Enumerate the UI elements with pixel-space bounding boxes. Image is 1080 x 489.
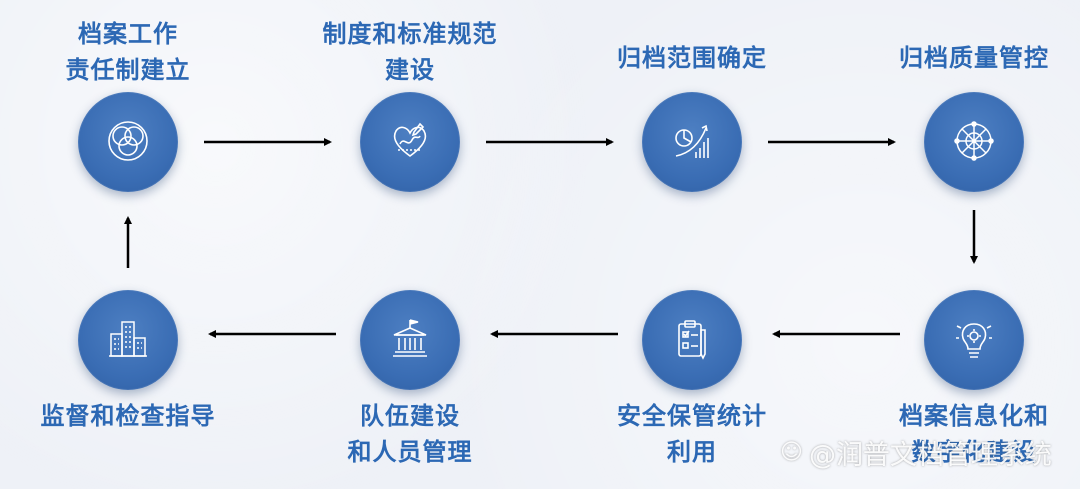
step-8-circle [78, 290, 178, 390]
step-1 [78, 92, 178, 192]
step-5-circle [924, 290, 1024, 390]
step-7-circle [360, 290, 460, 390]
network-globe-icon [954, 121, 994, 161]
watermark: ☺ @润普文档管理系统 [780, 432, 1075, 472]
lightbulb-gear-icon [956, 323, 992, 358]
step-4-label: 归档质量管控 [899, 44, 1049, 72]
arrow-1-to-2 [204, 138, 332, 146]
step-2-label: 制度和标准规范 建设 [322, 20, 498, 84]
growth-chart-icon [675, 124, 709, 158]
step-6-circle [642, 290, 742, 390]
step-4-circle [924, 92, 1024, 192]
step-6-label: 安全保管统计 利用 [617, 402, 767, 466]
step-2-circle [360, 92, 460, 192]
step-3 [642, 92, 742, 192]
institution-building-icon [393, 319, 427, 357]
arrow-2-to-3 [486, 138, 614, 146]
step-3-label: 归档范围确定 [617, 44, 767, 72]
arrow-4-to-5 [970, 210, 978, 264]
step-7-label: 队伍建设 和人员管理 [347, 402, 473, 466]
step-8-label: 监督和检查指导 [40, 402, 216, 430]
step-8 [78, 290, 178, 390]
venn-circles-icon [108, 121, 148, 161]
clipboard-checklist-icon [678, 320, 706, 360]
step-3-circle [642, 92, 742, 192]
arrow-6-to-7 [490, 330, 618, 338]
arrow-7-to-8 [208, 330, 336, 338]
arrow-8-to-1 [124, 216, 132, 268]
step-7 [360, 290, 460, 390]
watermark-text: @润普文档管理系统 [808, 439, 1052, 471]
step-5 [924, 290, 1024, 390]
watermark-logo-icon: ☺ [780, 439, 803, 465]
arrow-5-to-6 [772, 330, 900, 338]
step-6 [642, 290, 742, 390]
step-5-label: 档案信息化和 数字化建设 [899, 402, 1049, 466]
heart-pen-icon [393, 122, 427, 157]
step-2 [360, 92, 460, 192]
arrow-3-to-4 [768, 138, 896, 146]
step-1-label: 档案工作 责任制建立 [65, 20, 191, 84]
step-1-circle [78, 92, 178, 192]
city-buildings-icon [109, 321, 147, 357]
step-4 [924, 92, 1024, 192]
